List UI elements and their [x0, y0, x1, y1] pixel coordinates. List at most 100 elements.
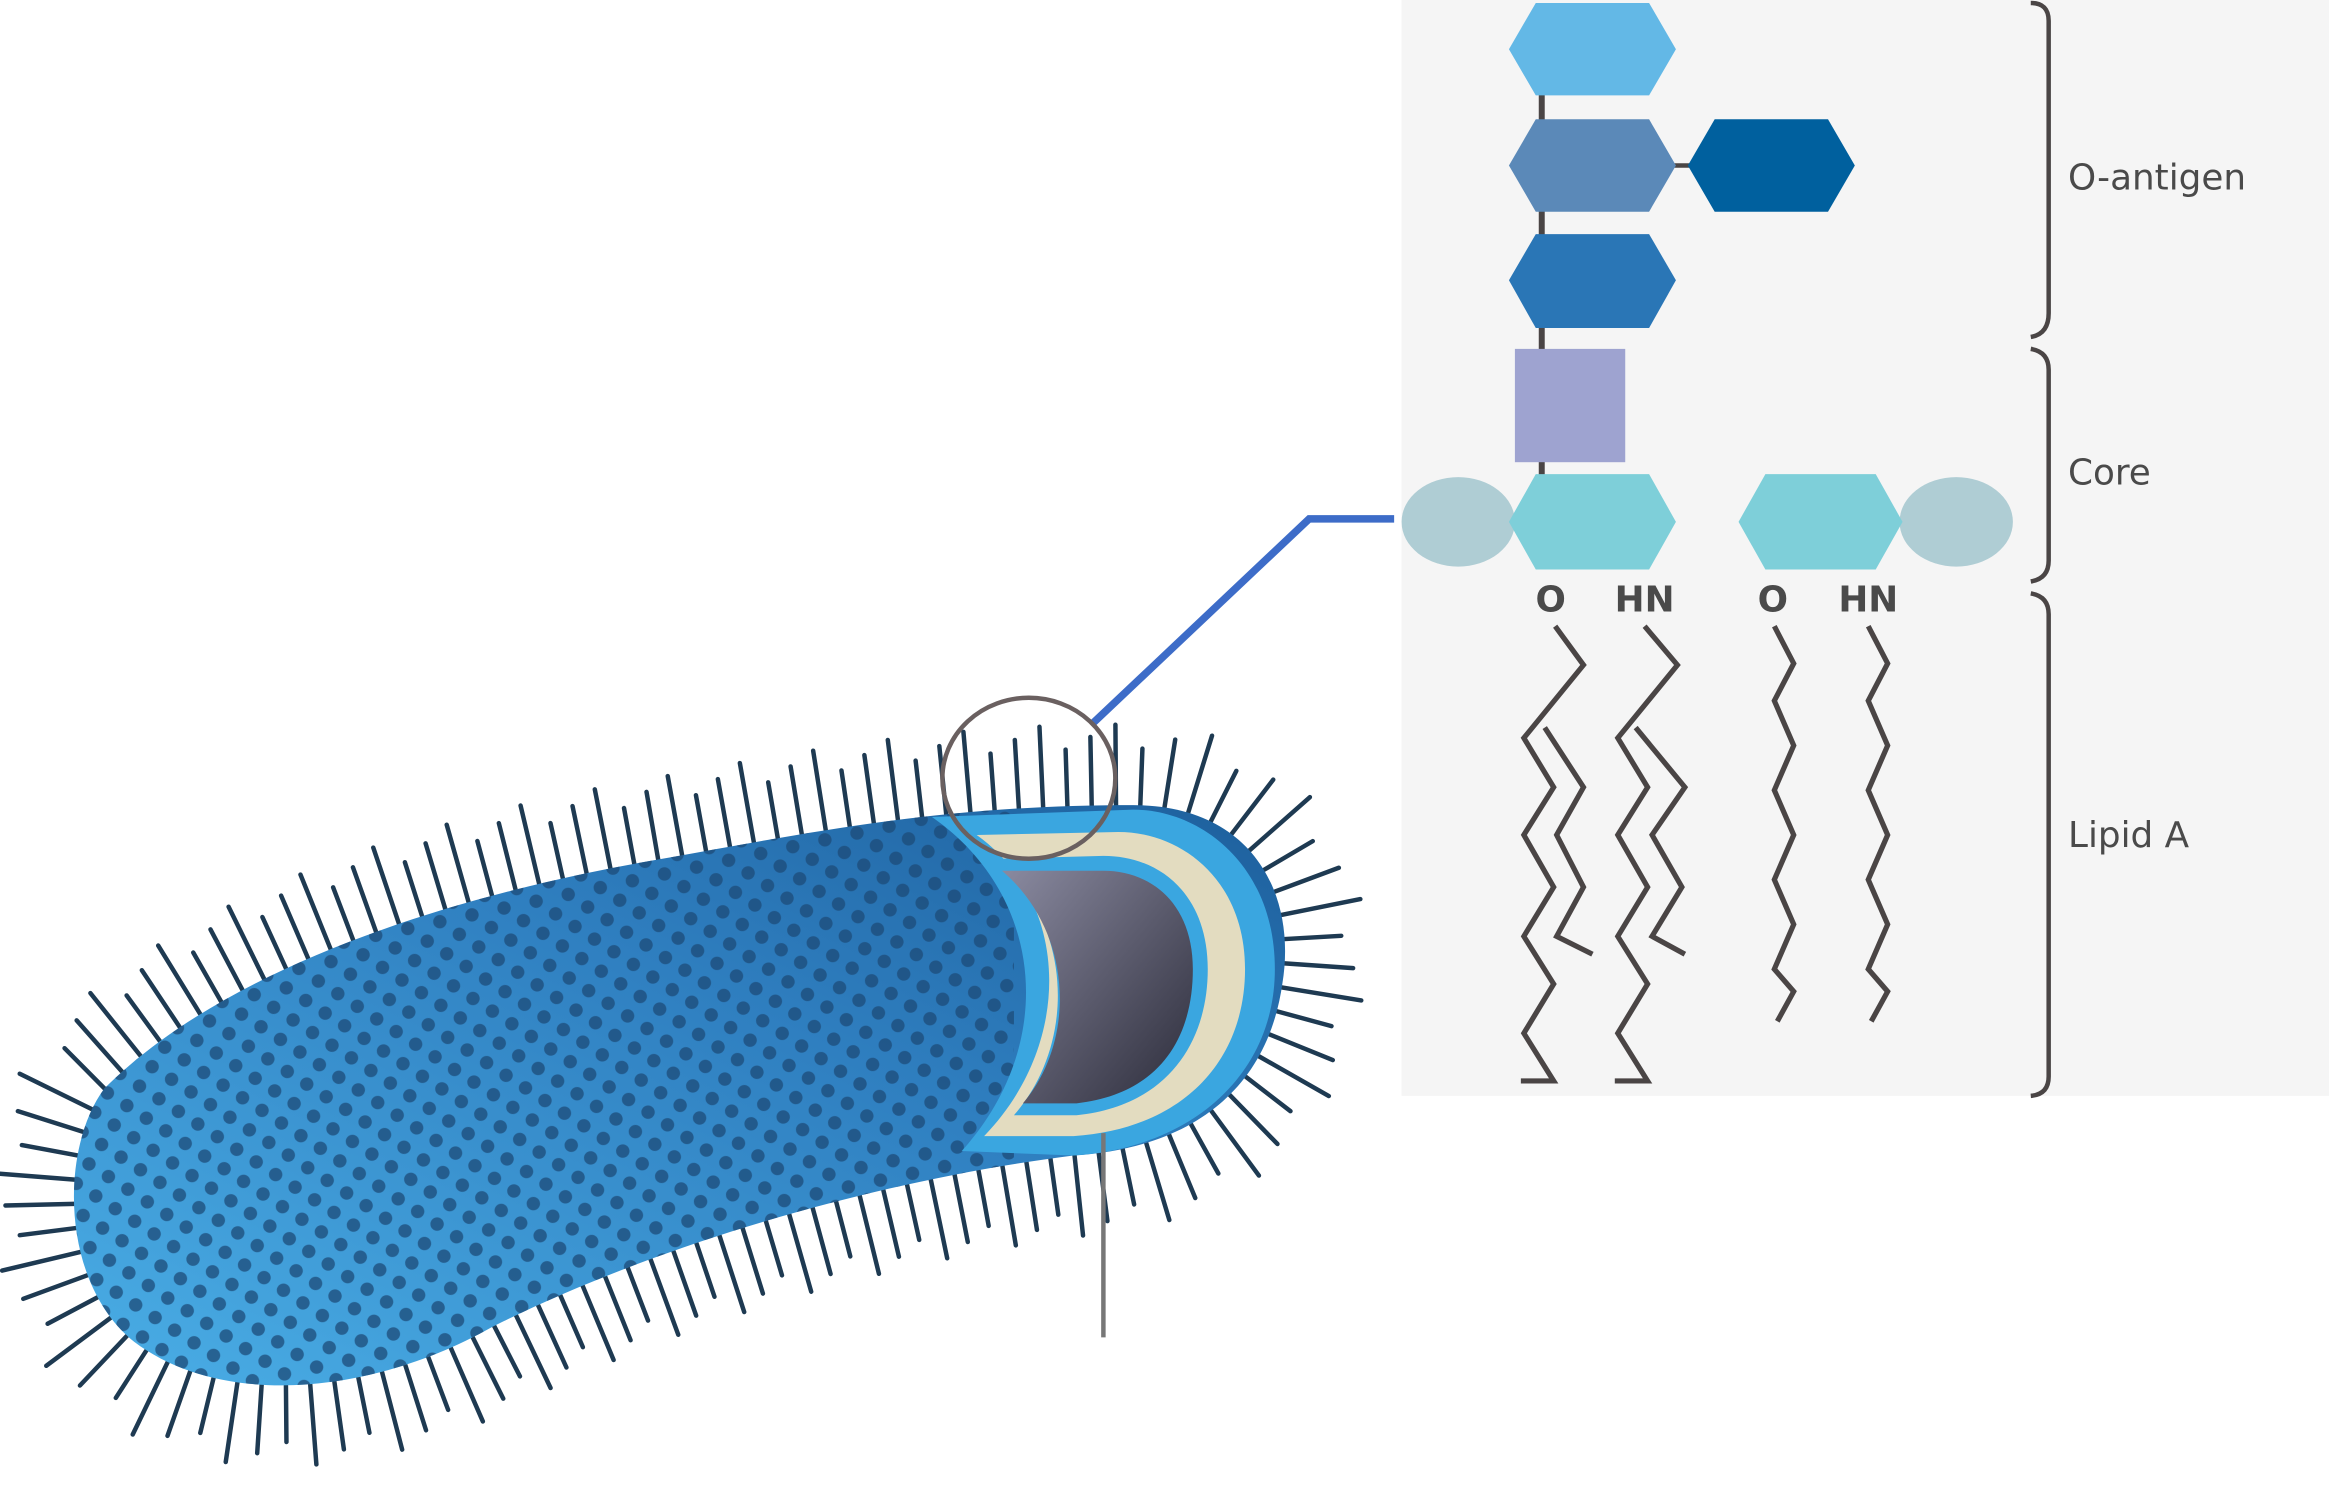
- core-sugar-square: [1514, 348, 1626, 463]
- surface-spike: [1185, 733, 1215, 815]
- surface-spike: [402, 860, 425, 919]
- surface-spike: [1272, 865, 1342, 894]
- surface-spike: [1279, 896, 1363, 918]
- glucosamine-right: [1738, 474, 1903, 570]
- surface-spike: [15, 1108, 86, 1135]
- surface-spike: [810, 748, 828, 833]
- surface-spike: [839, 768, 853, 829]
- surface-spike: [665, 773, 685, 858]
- o-antigen-sugar-2: [1508, 119, 1676, 212]
- lps-structure-panel: O HN O HN O-antigen Core Lipid A: [1401, 0, 2329, 1099]
- surface-spike: [17, 1225, 79, 1238]
- surface-spike: [260, 914, 289, 971]
- surface-spike: [763, 1218, 785, 1278]
- surface-spike: [952, 1172, 971, 1245]
- surface-spike: [535, 1302, 569, 1370]
- o-antigen-sugar-3: [1508, 234, 1676, 329]
- surface-spike: [379, 1369, 405, 1452]
- surface-spike: [580, 1283, 616, 1363]
- surface-spike: [332, 1379, 347, 1452]
- surface-spike: [350, 865, 379, 935]
- linkage-label: O: [1535, 579, 1565, 620]
- surface-spike: [74, 1018, 125, 1074]
- surface-spike: [1188, 1121, 1221, 1176]
- surface-spike: [17, 1071, 95, 1112]
- surface-spike: [198, 1375, 216, 1436]
- surface-spike: [513, 1313, 553, 1391]
- surface-spike: [0, 1171, 77, 1182]
- surface-spike: [644, 789, 661, 862]
- surface-spike: [470, 1335, 506, 1401]
- surface-spike: [885, 737, 901, 823]
- surface-spike: [1279, 985, 1364, 1003]
- surface-spike: [1208, 1108, 1262, 1178]
- surface-spike: [423, 841, 448, 912]
- surface-spike: [1048, 1156, 1061, 1217]
- surface-spike: [548, 820, 566, 881]
- linkage-label: HN: [1615, 579, 1675, 620]
- magnify-circle: [940, 695, 1118, 862]
- surface-spike: [283, 1383, 289, 1445]
- fatty-acid-branch: [1542, 726, 1594, 957]
- surface-spike: [857, 1193, 882, 1277]
- surface-spike: [1143, 1140, 1172, 1223]
- linkage-label: O: [1758, 579, 1788, 620]
- surface-spike: [155, 943, 203, 1017]
- surface-spike: [425, 1354, 451, 1413]
- surface-spike: [625, 1265, 651, 1323]
- surface-spike: [1229, 777, 1276, 837]
- surface-spike: [740, 1225, 766, 1296]
- surface-spike: [1000, 1163, 1019, 1248]
- surface-spike: [765, 780, 781, 841]
- surface-spike: [223, 1380, 240, 1465]
- linkage-label: HN: [1838, 579, 1898, 620]
- surface-spike: [113, 1348, 149, 1401]
- fatty-acid-chains: [1520, 624, 1891, 1084]
- surface-spike: [475, 838, 495, 898]
- surface-spike: [1120, 1146, 1137, 1207]
- surface-spike: [1274, 1008, 1334, 1029]
- surface-spike: [1243, 1074, 1293, 1114]
- surface-spike: [621, 805, 637, 867]
- o-antigen-sugar-1: [1508, 2, 1676, 96]
- brace-lipid-a: [2030, 591, 2051, 1099]
- surface-spike: [45, 1295, 100, 1327]
- surface-spike: [1138, 746, 1145, 808]
- surface-spike: [904, 1182, 922, 1243]
- surface-spike: [737, 760, 757, 845]
- surface-spike: [165, 1368, 193, 1439]
- surface-spike: [558, 1292, 586, 1350]
- fatty-acid-chain: [1614, 624, 1681, 1084]
- surface-spike: [1256, 1054, 1332, 1099]
- surface-spike: [88, 990, 143, 1059]
- surface-spike: [1261, 838, 1315, 873]
- surface-spike: [139, 967, 183, 1030]
- surface-spike: [786, 1212, 814, 1294]
- surface-spike: [1162, 737, 1178, 810]
- surface-spike: [810, 1205, 833, 1277]
- surface-spike: [21, 1272, 90, 1302]
- label-o-antigen: O-antigen: [2068, 157, 2246, 198]
- surface-spike: [1282, 961, 1356, 971]
- surface-spike: [715, 776, 733, 849]
- surface-spike: [518, 803, 542, 887]
- surface-spike: [1208, 768, 1239, 824]
- surface-spike: [330, 885, 356, 943]
- surface-spike: [602, 1274, 633, 1343]
- surface-spike: [1072, 1153, 1086, 1238]
- surface-spike: [592, 787, 613, 871]
- surface-spike: [19, 1142, 80, 1158]
- surface-spike: [1037, 724, 1046, 810]
- surface-spike: [278, 893, 311, 961]
- surface-spike: [1227, 1092, 1280, 1147]
- surface-spike: [928, 1177, 950, 1261]
- surface-spike: [788, 764, 805, 837]
- phosphate-ellipse-left: [1401, 477, 1515, 567]
- surface-spike: [693, 792, 709, 854]
- o-antigen-branch-sugar: [1687, 119, 1855, 212]
- surface-spike: [356, 1375, 372, 1436]
- fatty-acid-chain: [1771, 625, 1797, 1023]
- surface-dots: [73, 805, 1014, 1386]
- surface-spike: [190, 950, 224, 1005]
